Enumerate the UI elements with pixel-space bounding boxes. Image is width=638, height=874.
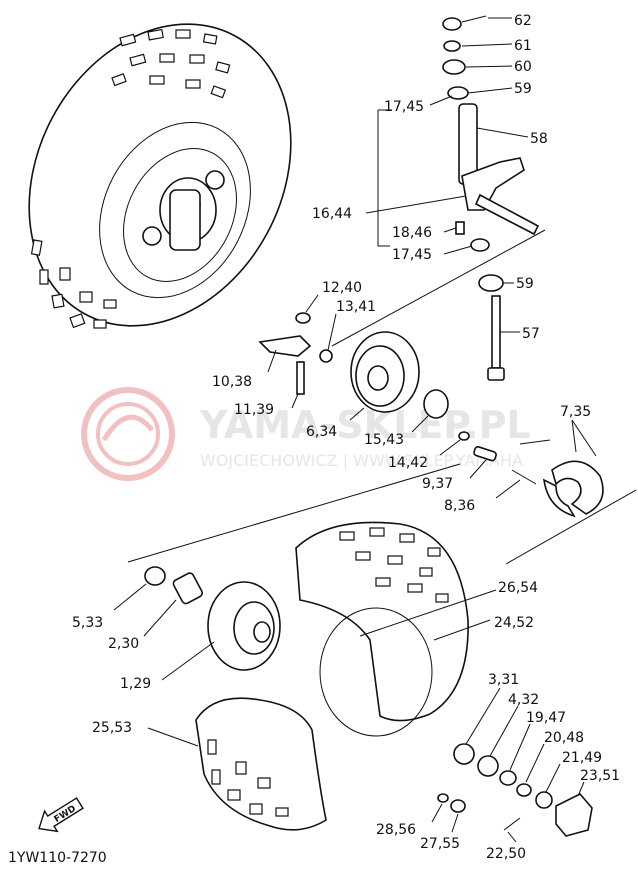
callout-17-45-top: 17,45: [384, 99, 424, 115]
brake-shoe: [551, 460, 604, 515]
callout-59-axle: 59: [516, 276, 534, 292]
grease-nipple: [455, 221, 465, 235]
washer-19: [499, 770, 517, 786]
callout-60: 60: [514, 59, 532, 75]
callout-20-48: 20,48: [544, 730, 584, 746]
outline-wheel-top: [127, 463, 461, 563]
callout-13-41: 13,41: [336, 299, 376, 315]
watermark-title: YAMA-SKLEP.PL: [199, 403, 531, 447]
brake-drum-assembly: [258, 312, 604, 518]
callout-61: 61: [514, 38, 532, 54]
steering-shaft-assembly: [442, 15, 540, 252]
tire-outer: [28, 23, 292, 327]
cam-9: [473, 445, 497, 462]
spacer-2: [172, 572, 204, 605]
cotter-pin-22: [503, 817, 521, 831]
washer-20: [516, 783, 532, 797]
watermark-subtitle: WOJCIECHOWICZ | WWW.SKLEP.YAMAHA: [200, 451, 523, 470]
callout-12-40: 12,40: [322, 280, 362, 296]
callout-11-39: 11,39: [234, 402, 274, 418]
washer-13: [319, 349, 333, 363]
callout-58: 58: [530, 131, 548, 147]
callout-62: 62: [514, 13, 532, 29]
callout-6-34: 6,34: [306, 424, 337, 440]
exploded-wheel: [144, 521, 593, 837]
bearing-3: [453, 743, 475, 765]
watermark-logo: [81, 387, 175, 481]
callout-4-32: 4,32: [508, 692, 539, 708]
outline-wheel-right: [505, 489, 637, 565]
callout-15-43: 15,43: [364, 432, 404, 448]
cotter-pin-part: [442, 17, 462, 31]
callout-16-44: 16,44: [312, 206, 352, 222]
tread-pattern-lower: [339, 527, 449, 603]
callout-3-31: 3,31: [488, 672, 519, 688]
rim-half-outer: [319, 607, 433, 737]
hub-cap-23: [555, 793, 593, 837]
callout-1-29: 1,29: [120, 676, 151, 692]
tread-pattern-inner: [207, 739, 289, 817]
leader-lines: [113, 17, 597, 843]
watermark: YAMA-SKLEP.PL WOJCIECHOWICZ | WWW.SKLEP.…: [81, 387, 531, 481]
seal-4: [477, 755, 499, 777]
callout-7-35: 7,35: [560, 404, 591, 420]
bushing-part: [447, 86, 469, 100]
o-ring-14: [458, 431, 470, 441]
callout-18-46: 18,46: [392, 225, 432, 241]
group-outlines: [127, 109, 637, 565]
fwd-arrow: FWD: [38, 797, 84, 833]
washer-part: [442, 59, 466, 75]
bracket-shaft-group: [377, 110, 390, 247]
callout-24-52: 24,52: [494, 615, 534, 631]
washer-28: [437, 793, 449, 803]
bolt-11: [296, 361, 305, 395]
tread-pattern: [30, 28, 231, 329]
bearing-5: [144, 566, 166, 586]
nut-21: [535, 791, 553, 809]
nut-27: [450, 799, 466, 813]
axle-assembly: [478, 274, 505, 381]
seal-59: [478, 274, 504, 292]
callout-5-33: 5,33: [72, 615, 103, 631]
callout-14-42: 14,42: [388, 455, 428, 471]
nut-12: [295, 312, 311, 324]
rim-outline: [99, 121, 251, 299]
callout-2-30: 2,30: [108, 636, 139, 652]
callout-26-54: 26,54: [498, 580, 538, 596]
callout-59-top: 59: [514, 81, 532, 97]
callout-57: 57: [522, 326, 540, 342]
callout-17-45-bottom: 17,45: [392, 247, 432, 263]
callout-22-50: 22,50: [486, 846, 526, 862]
bracket-10: [258, 335, 312, 357]
callout-28-56: 28,56: [376, 822, 416, 838]
steering-arm: [461, 157, 525, 211]
nut-part: [443, 40, 461, 52]
callout-8-36: 8,36: [444, 498, 475, 514]
callout-27-55: 27,55: [420, 836, 460, 852]
diagram-code: 1YW110-7270: [8, 850, 107, 866]
callout-21-49: 21,49: [562, 750, 602, 766]
callout-25-53: 25,53: [92, 720, 132, 736]
assembled-wheel: [28, 23, 292, 329]
callout-9-37: 9,37: [422, 476, 453, 492]
callout-23-51: 23,51: [580, 768, 620, 784]
knuckle: [169, 189, 201, 251]
callout-labels: 62 61 60 59 17,45 58 16,44 18,46 17,45 5…: [72, 13, 620, 862]
spring-8: [511, 469, 537, 485]
outline-brake-top: [331, 229, 546, 347]
fwd-arrow-icon: [38, 797, 84, 833]
axle-bolt: [491, 295, 501, 369]
oil-seal-15: [423, 389, 449, 419]
callout-19-47: 19,47: [526, 710, 566, 726]
callout-10-38: 10,38: [212, 374, 252, 390]
